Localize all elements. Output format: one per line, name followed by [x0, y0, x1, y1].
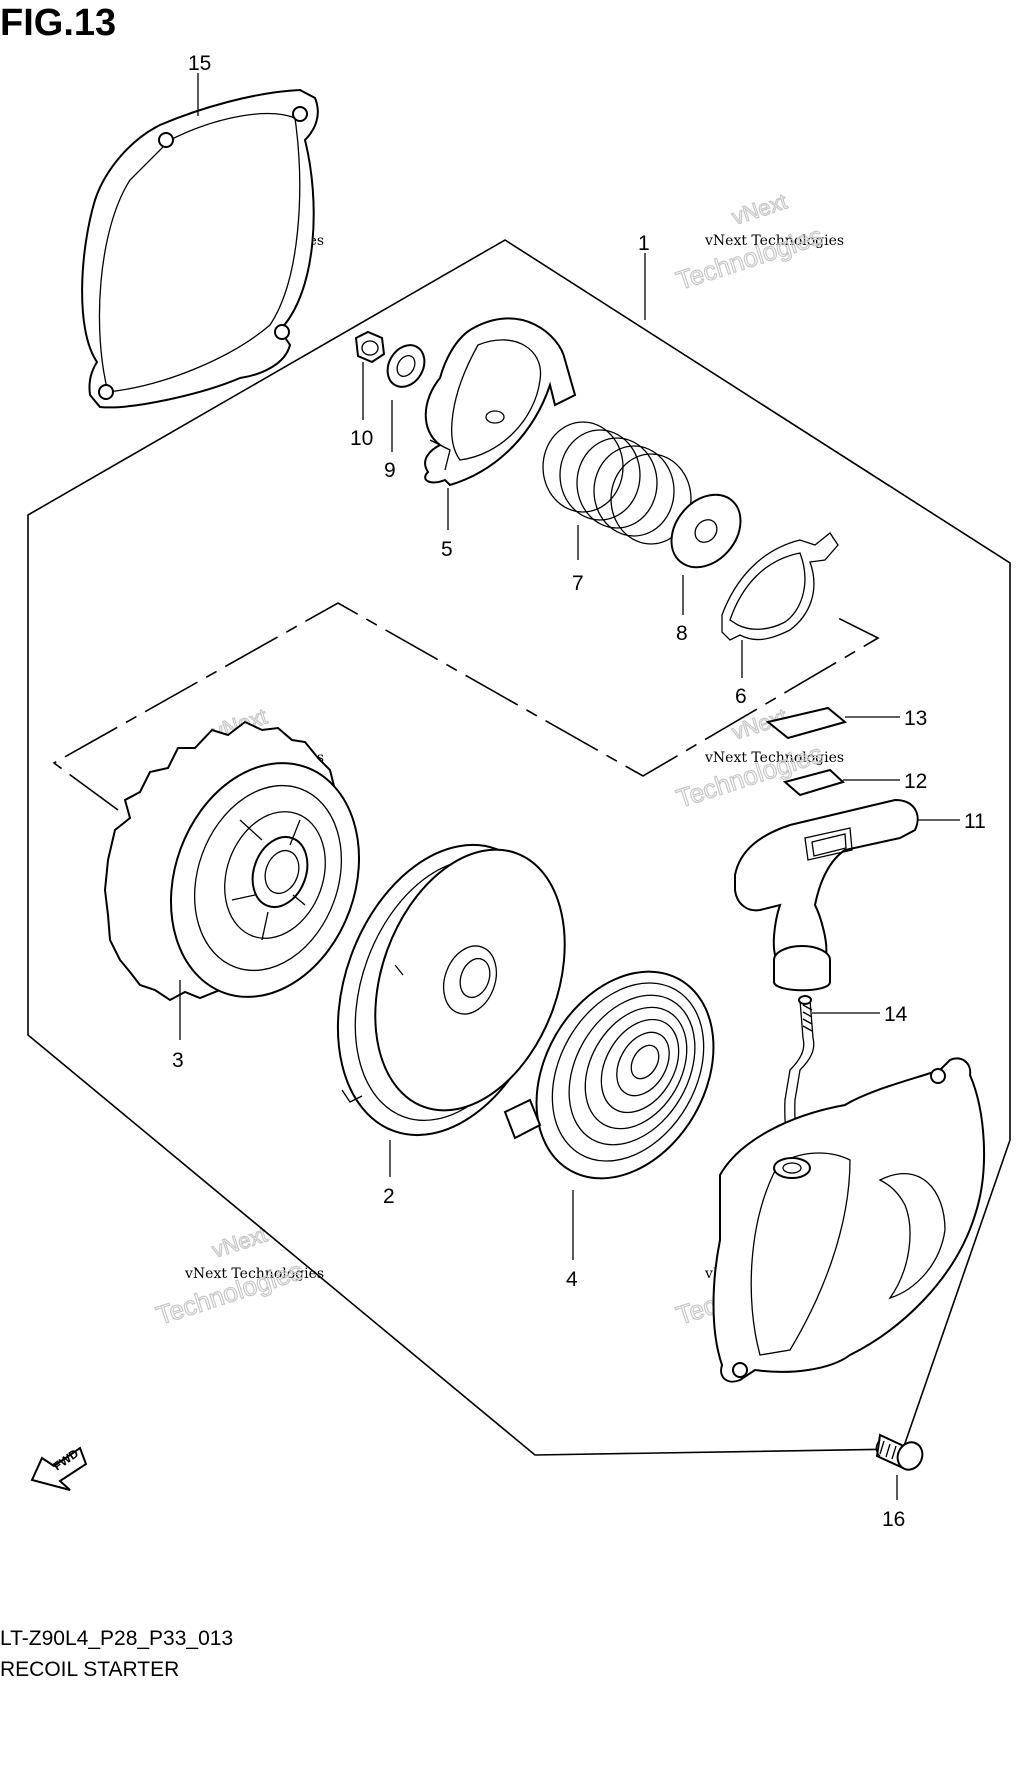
part-16-bolt — [875, 1433, 924, 1471]
callout-6: 6 — [735, 685, 747, 708]
model-code-caption: LT-Z90L4_P28_P33_013 — [0, 1627, 234, 1650]
starter-case — [712, 1057, 986, 1383]
part-11-handle — [734, 798, 919, 992]
callout-9: 9 — [384, 459, 396, 482]
watermark-top-right: vNext vNext Technologies Technologies — [672, 188, 844, 296]
part-4-recoil-spring — [503, 970, 715, 1180]
leader-lines — [179, 73, 960, 1500]
part-7-spring — [542, 421, 692, 545]
assembly-boundary — [27, 239, 1011, 1456]
case-bolt-hole — [930, 1068, 946, 1084]
watermark-technologies: Technologies — [673, 220, 827, 295]
gasket-bolt-hole — [98, 384, 114, 400]
callout-1: 1 — [638, 232, 650, 255]
case-bolt-hole — [732, 1362, 748, 1378]
callout-3: 3 — [172, 1049, 184, 1072]
gasket-bolt-hole — [274, 324, 290, 340]
watermark-text: vNext Technologies — [184, 1266, 324, 1282]
callout-labels: 15 1 10 9 5 7 8 6 13 12 11 14 3 2 4 16 — [172, 52, 986, 1531]
gasket-bolt-hole — [292, 106, 308, 122]
figure-title: FIG.13 — [0, 2, 117, 44]
part-15-gasket — [81, 88, 319, 409]
callout-14: 14 — [884, 1003, 908, 1026]
callout-16: 16 — [882, 1508, 905, 1531]
callout-13: 13 — [904, 707, 927, 730]
callout-4: 4 — [566, 1268, 578, 1291]
callout-12: 12 — [904, 770, 927, 793]
callout-2: 2 — [383, 1185, 395, 1208]
part-3-drive-gear — [103, 720, 361, 1002]
section-name-caption: RECOIL STARTER — [0, 1658, 180, 1681]
watermark-text: vNext Technologies — [704, 750, 844, 766]
watermark-vnext: vNext — [729, 189, 790, 230]
part-9-washer — [386, 344, 426, 388]
callout-7: 7 — [572, 572, 584, 595]
callout-15: 15 — [188, 52, 211, 75]
watermark-text: vNext Technologies — [704, 233, 844, 249]
callout-11: 11 — [964, 810, 986, 833]
callout-10: 10 — [350, 427, 373, 450]
fwd-arrow: FWD — [30, 1446, 88, 1491]
part-13-plate — [765, 706, 848, 740]
part-6-friction-spring — [721, 532, 839, 641]
part-5-ratchet-guide — [424, 317, 577, 487]
gasket-bolt-hole — [158, 132, 174, 148]
subassembly-boundary — [52, 602, 880, 811]
watermark-bottom-left: vNext vNext Technologies Technologies — [152, 1221, 324, 1331]
part-2-reel — [336, 843, 566, 1137]
callout-5: 5 — [441, 538, 453, 561]
part-8-friction-washer — [670, 493, 742, 569]
part-12-plate — [782, 768, 845, 797]
part-10-nut — [354, 330, 386, 364]
callout-8: 8 — [676, 622, 688, 645]
